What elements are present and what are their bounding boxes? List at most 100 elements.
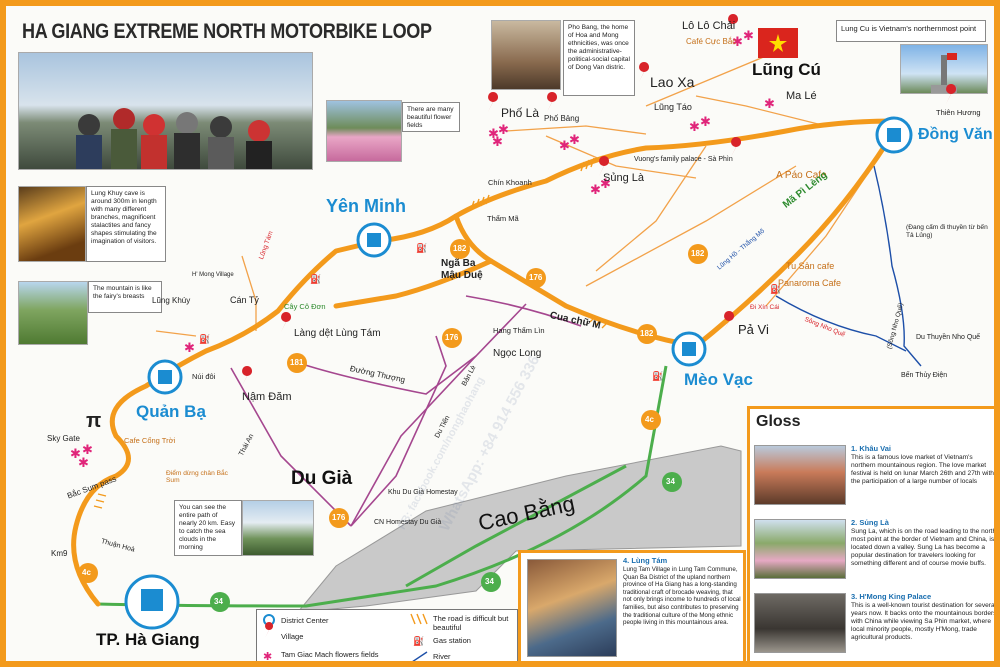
svg-text:✱: ✱ (732, 35, 743, 50)
road-176-b: 176 (445, 333, 459, 342)
city-quan-ba: Quản Bạ (136, 402, 206, 421)
city-lung-cu: Lũng Cú (752, 60, 821, 79)
pho-bang-note: Pho Bang, the home of Hoa and Mong ethni… (563, 20, 635, 96)
lung-tam-title: 4. Lùng Tám (623, 556, 668, 565)
place-cay-co-don: Cây Cô Đơn (284, 302, 326, 311)
legend-symbols: ✱ ⛽ (263, 613, 428, 661)
district-du-gia: Du Già (291, 468, 353, 489)
place-panaroma-cafe: Panaroma Cafe (778, 278, 842, 288)
riders-photo (18, 52, 313, 170)
place-hang-tham-lin: Hang Thẩm Lìn (493, 326, 545, 335)
place-nui-doi: Núi đôi (192, 372, 216, 381)
svg-text:⛽: ⛽ (416, 242, 427, 254)
svg-text:✱: ✱ (78, 456, 89, 471)
flag-tower-icon (931, 53, 957, 93)
bac-sum-note: You can see the entire path of nearly 20… (174, 500, 242, 556)
lung-tam-text: Lung Tam Village in Lung Tam Commune, Qu… (623, 566, 741, 627)
road-176-a: 176 (529, 273, 543, 282)
svg-text:✱: ✱ (689, 120, 700, 135)
place-lao-xa: Lao Xa (650, 74, 695, 90)
gloss-panel: Gloss 1. Khâu Vai This is a famous love … (747, 406, 997, 661)
place-km9: Km9 (51, 549, 68, 558)
flower-photo (326, 100, 402, 162)
minor-roads (155, 55, 867, 337)
svg-text:⛽: ⛽ (652, 370, 663, 382)
gloss-text-3: This is a well-known tourist destination… (851, 602, 997, 641)
place-ben-thuy-dien: Bến Thủy Điện (901, 372, 948, 379)
road-34-a: 34 (214, 597, 223, 606)
place-sung-la: Sủng Là (603, 172, 644, 184)
legend-flowers: Tam Giac Mach flowers fields (281, 650, 379, 659)
place-pa-vi: Pả Vi (738, 322, 769, 337)
place-nga-ba: Ngã Ba Mậu Duệ (441, 258, 483, 281)
lung-cu-photo (900, 44, 988, 94)
place-cafe-cuc-bac: Café Cực Bắc (686, 37, 737, 46)
legend-river: River (433, 652, 451, 661)
road-4c-b: 4c (645, 415, 654, 424)
place-thien-huong: Thiên Hương (936, 108, 981, 117)
road-34-c: 34 (666, 477, 675, 486)
svg-text:⛽: ⛽ (199, 333, 210, 345)
place-pho-bang: Phố Bảng (544, 114, 580, 123)
place-ngoc-long: Ngọc Long (493, 348, 542, 359)
place-ma-le: Ma Lé (786, 90, 817, 102)
place-khu-du-gia: Khu Du Già Homestay (388, 489, 458, 496)
gloss-heading: Gloss (756, 413, 801, 430)
svg-text:✱: ✱ (492, 135, 503, 150)
secondary-roads (230, 295, 582, 527)
road-182-c: 182 (691, 249, 705, 258)
khau-vai-photo (754, 445, 846, 505)
place-hmong-village: H' Mong Village (192, 272, 234, 278)
svg-text:⛽: ⛽ (310, 273, 321, 285)
place-dang-cam: (Đang cấm đi thuyền từ bến Tả Lủng) (906, 224, 988, 239)
place-lung-tao: Lũng Táo (654, 102, 692, 112)
fairy-note: The mountain is like the fairy's breasts (88, 281, 162, 313)
place-can-ty: Cán Tỷ (230, 295, 259, 305)
place-tu-san-cafe: Tu Sản cafe (786, 261, 835, 271)
gloss-item-khau-vai: 1. Khâu Vai This is a famous love market… (754, 441, 994, 517)
svg-text:✱: ✱ (764, 97, 775, 112)
sung-la-photo (754, 519, 846, 579)
place-lang-det: Làng dệt Lùng Tám (294, 328, 381, 339)
bac-sum-photo (242, 500, 314, 556)
road-shields (78, 239, 708, 612)
gloss-item-sung-la: 2. Sủng Là Sung La, which is on the road… (754, 515, 997, 591)
fairy-mountain-photo (18, 281, 88, 345)
road-34-b: 34 (485, 577, 494, 586)
svg-text:✱: ✱ (488, 127, 499, 142)
cave-photo (18, 186, 86, 262)
legend-gas-station: Gas station (433, 636, 471, 645)
gloss-title-2: 2. Sủng Là (851, 518, 889, 527)
svg-text:✱: ✱ (600, 177, 611, 192)
svg-text:✱: ✱ (559, 139, 570, 154)
pho-bang-photo (491, 20, 561, 90)
svg-text:⛽: ⛽ (770, 283, 781, 295)
difficult-road-marks (93, 157, 609, 509)
legend-district-center: District Center (281, 616, 329, 625)
village-pins: ✱✱ ✱✱✱ ✱✱✱ ✱✱ ✱✱ ✱✱✱ ✱ ⛽⛽⛽ ⛽⛽ (70, 14, 957, 471)
city-meo-vac: Mèo Vạc (684, 370, 753, 389)
place-sky-gate: Sky Gate (47, 434, 80, 443)
place-tham-ma: Thẩm Mã (487, 214, 519, 223)
gloss-text-2: Sung La, which is on the road leading to… (851, 528, 997, 567)
legend-difficult-road: The road is difficult but beautiful (433, 614, 509, 632)
road-4c-a: 4c (82, 568, 91, 577)
road-182-b: 182 (640, 329, 654, 338)
sky-gate-icon: π (86, 410, 102, 432)
svg-text:✱: ✱ (70, 447, 81, 462)
place-vuong-palace: Vuong's family palace - Sà Phìn (634, 156, 733, 163)
place-cafe-cong-troi: Cafe Cổng Trời (124, 436, 176, 445)
gloss-title-3: 3. H'Mong King Palace (851, 592, 932, 601)
place-cn-homestay: CN Homestay Du Già (374, 519, 442, 526)
river (775, 165, 922, 367)
vietnam-flag (758, 28, 798, 58)
svg-text:✱: ✱ (590, 183, 601, 198)
place-pho-la: Phố Là (501, 106, 540, 120)
road-176-c: 176 (332, 513, 346, 522)
svg-text:✱: ✱ (184, 341, 195, 356)
map-title: HA GIANG EXTREME NORTH MOTORBIKE LOOP (22, 20, 432, 43)
svg-text:⛽: ⛽ (413, 635, 424, 647)
map-legend: ✱ ⛽ District Center Village Tam Giac Mac… (256, 609, 518, 661)
svg-text:✱: ✱ (700, 115, 711, 130)
